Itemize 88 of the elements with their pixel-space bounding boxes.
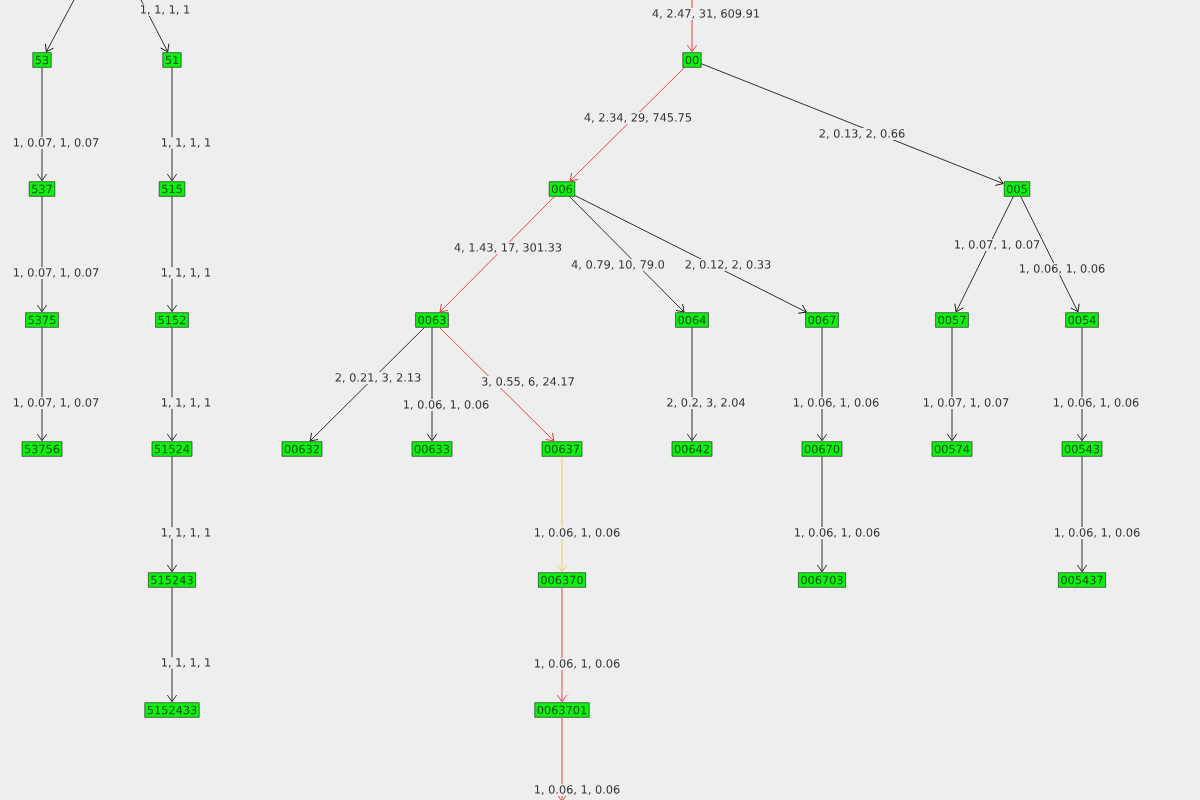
- edge-label: 1, 1, 1, 1: [159, 137, 213, 149]
- edge-label: 1, 0.06, 1, 0.06: [1051, 397, 1141, 409]
- edge-label: 1, 0.06, 1, 0.06: [532, 784, 622, 796]
- arrow: [556, 587, 568, 703]
- node-box: 005437: [1058, 572, 1106, 588]
- edge-label: 1, 1, 1, 1: [159, 267, 213, 279]
- node-box: 0063: [415, 312, 449, 328]
- node-box: 00: [682, 52, 702, 68]
- node-box: 006: [548, 181, 576, 197]
- edge-label: 2, 0.12, 2, 0.33: [683, 259, 773, 271]
- arrow: [954, 196, 1014, 313]
- node-box: 00543: [1061, 441, 1103, 457]
- node-box: 00574: [931, 441, 973, 457]
- arrow: [556, 456, 568, 573]
- arrow: [1076, 327, 1088, 442]
- node-box: 005: [1003, 181, 1031, 197]
- arrow: [166, 456, 178, 573]
- edge-label: 1, 0.06, 1, 0.06: [401, 399, 491, 411]
- arrow: [556, 717, 568, 800]
- node-box: 51: [162, 52, 182, 68]
- edge-label: 1, 0.06, 1, 0.06: [1052, 527, 1142, 539]
- arrow: [45, 0, 76, 53]
- arrow: [686, 0, 698, 53]
- node-box: 0057: [935, 312, 969, 328]
- edge-label: 1, 0.07, 1, 0.07: [11, 267, 101, 279]
- arrow: [816, 456, 828, 573]
- node-box: 0067: [805, 312, 839, 328]
- edge-label: 1, 1, 1, 1: [138, 4, 192, 16]
- node-box: 537: [28, 181, 56, 197]
- edge-label: 4, 2.34, 29, 745.75: [582, 112, 694, 124]
- edge-label: 1, 0.06, 1, 0.06: [532, 527, 622, 539]
- arrow: [166, 327, 178, 442]
- edge-label: 1, 0.07, 1, 0.07: [952, 239, 1042, 251]
- node-box: 006703: [798, 572, 846, 588]
- node-box: 0063701: [534, 702, 590, 718]
- arrow: [166, 196, 178, 313]
- node-box: 51524: [151, 441, 193, 457]
- edge-label: 1, 0.07, 1, 0.07: [11, 137, 101, 149]
- node-box: 5152: [155, 312, 189, 328]
- node-box: 00637: [541, 441, 583, 457]
- node-box: 0064: [675, 312, 709, 328]
- edge-label: 1, 1, 1, 1: [159, 657, 213, 669]
- node-box: 5152433: [144, 702, 200, 718]
- node-box: 0054: [1065, 312, 1099, 328]
- node-box: 5375: [25, 312, 59, 328]
- arrow: [439, 327, 555, 442]
- node-box: 00642: [671, 441, 713, 457]
- edge-label: 1, 0.06, 1, 0.06: [792, 527, 882, 539]
- node-box: 515243: [148, 572, 196, 588]
- arrow: [569, 67, 685, 182]
- edge-label: 1, 1, 1, 1: [159, 397, 213, 409]
- arrow: [701, 63, 1004, 186]
- arrow: [1076, 456, 1088, 573]
- arrow: [36, 196, 48, 313]
- arrow: [309, 327, 425, 442]
- node-box: 00670: [801, 441, 843, 457]
- arrow: [36, 327, 48, 442]
- arrow: [36, 67, 48, 182]
- edge-label: 2, 0.13, 2, 0.66: [817, 128, 907, 140]
- edge-label: 4, 0.79, 10, 79.0: [570, 259, 666, 271]
- arrow: [139, 0, 170, 53]
- edge-label: 1, 0.06, 1, 0.06: [1017, 263, 1107, 275]
- edge-label: 4, 1.43, 17, 301.33: [452, 242, 564, 254]
- arrow: [166, 587, 178, 703]
- node-box: 53756: [21, 441, 63, 457]
- edge-label: 1, 1, 1, 1: [159, 527, 213, 539]
- edge-label: 1, 0.06, 1, 0.06: [532, 658, 622, 670]
- arrow: [1020, 196, 1080, 313]
- arrow: [426, 327, 438, 442]
- node-box: 006370: [538, 572, 586, 588]
- arrow: [569, 196, 685, 313]
- edge-label: 2, 0.2, 3, 2.04: [665, 397, 747, 409]
- arrow: [166, 67, 178, 182]
- arrow: [686, 327, 698, 442]
- edge-label: 1, 0.07, 1, 0.07: [921, 397, 1011, 409]
- arrow: [946, 327, 958, 442]
- node-box: 53: [32, 52, 52, 68]
- edge-label: 1, 0.07, 1, 0.07: [11, 397, 101, 409]
- edge-label: 3, 0.55, 6, 24.17: [480, 376, 576, 388]
- edge-label: 4, 2.47, 31, 609.91: [650, 8, 762, 20]
- node-box: 00633: [411, 441, 453, 457]
- node-box: 515: [158, 181, 186, 197]
- arrow: [439, 196, 555, 313]
- node-box: 00632: [281, 441, 323, 457]
- edge-label: 1, 0.06, 1, 0.06: [791, 397, 881, 409]
- arrow: [816, 327, 828, 442]
- edge-label: 2, 0.21, 3, 2.13: [333, 372, 423, 384]
- arrow: [574, 195, 807, 314]
